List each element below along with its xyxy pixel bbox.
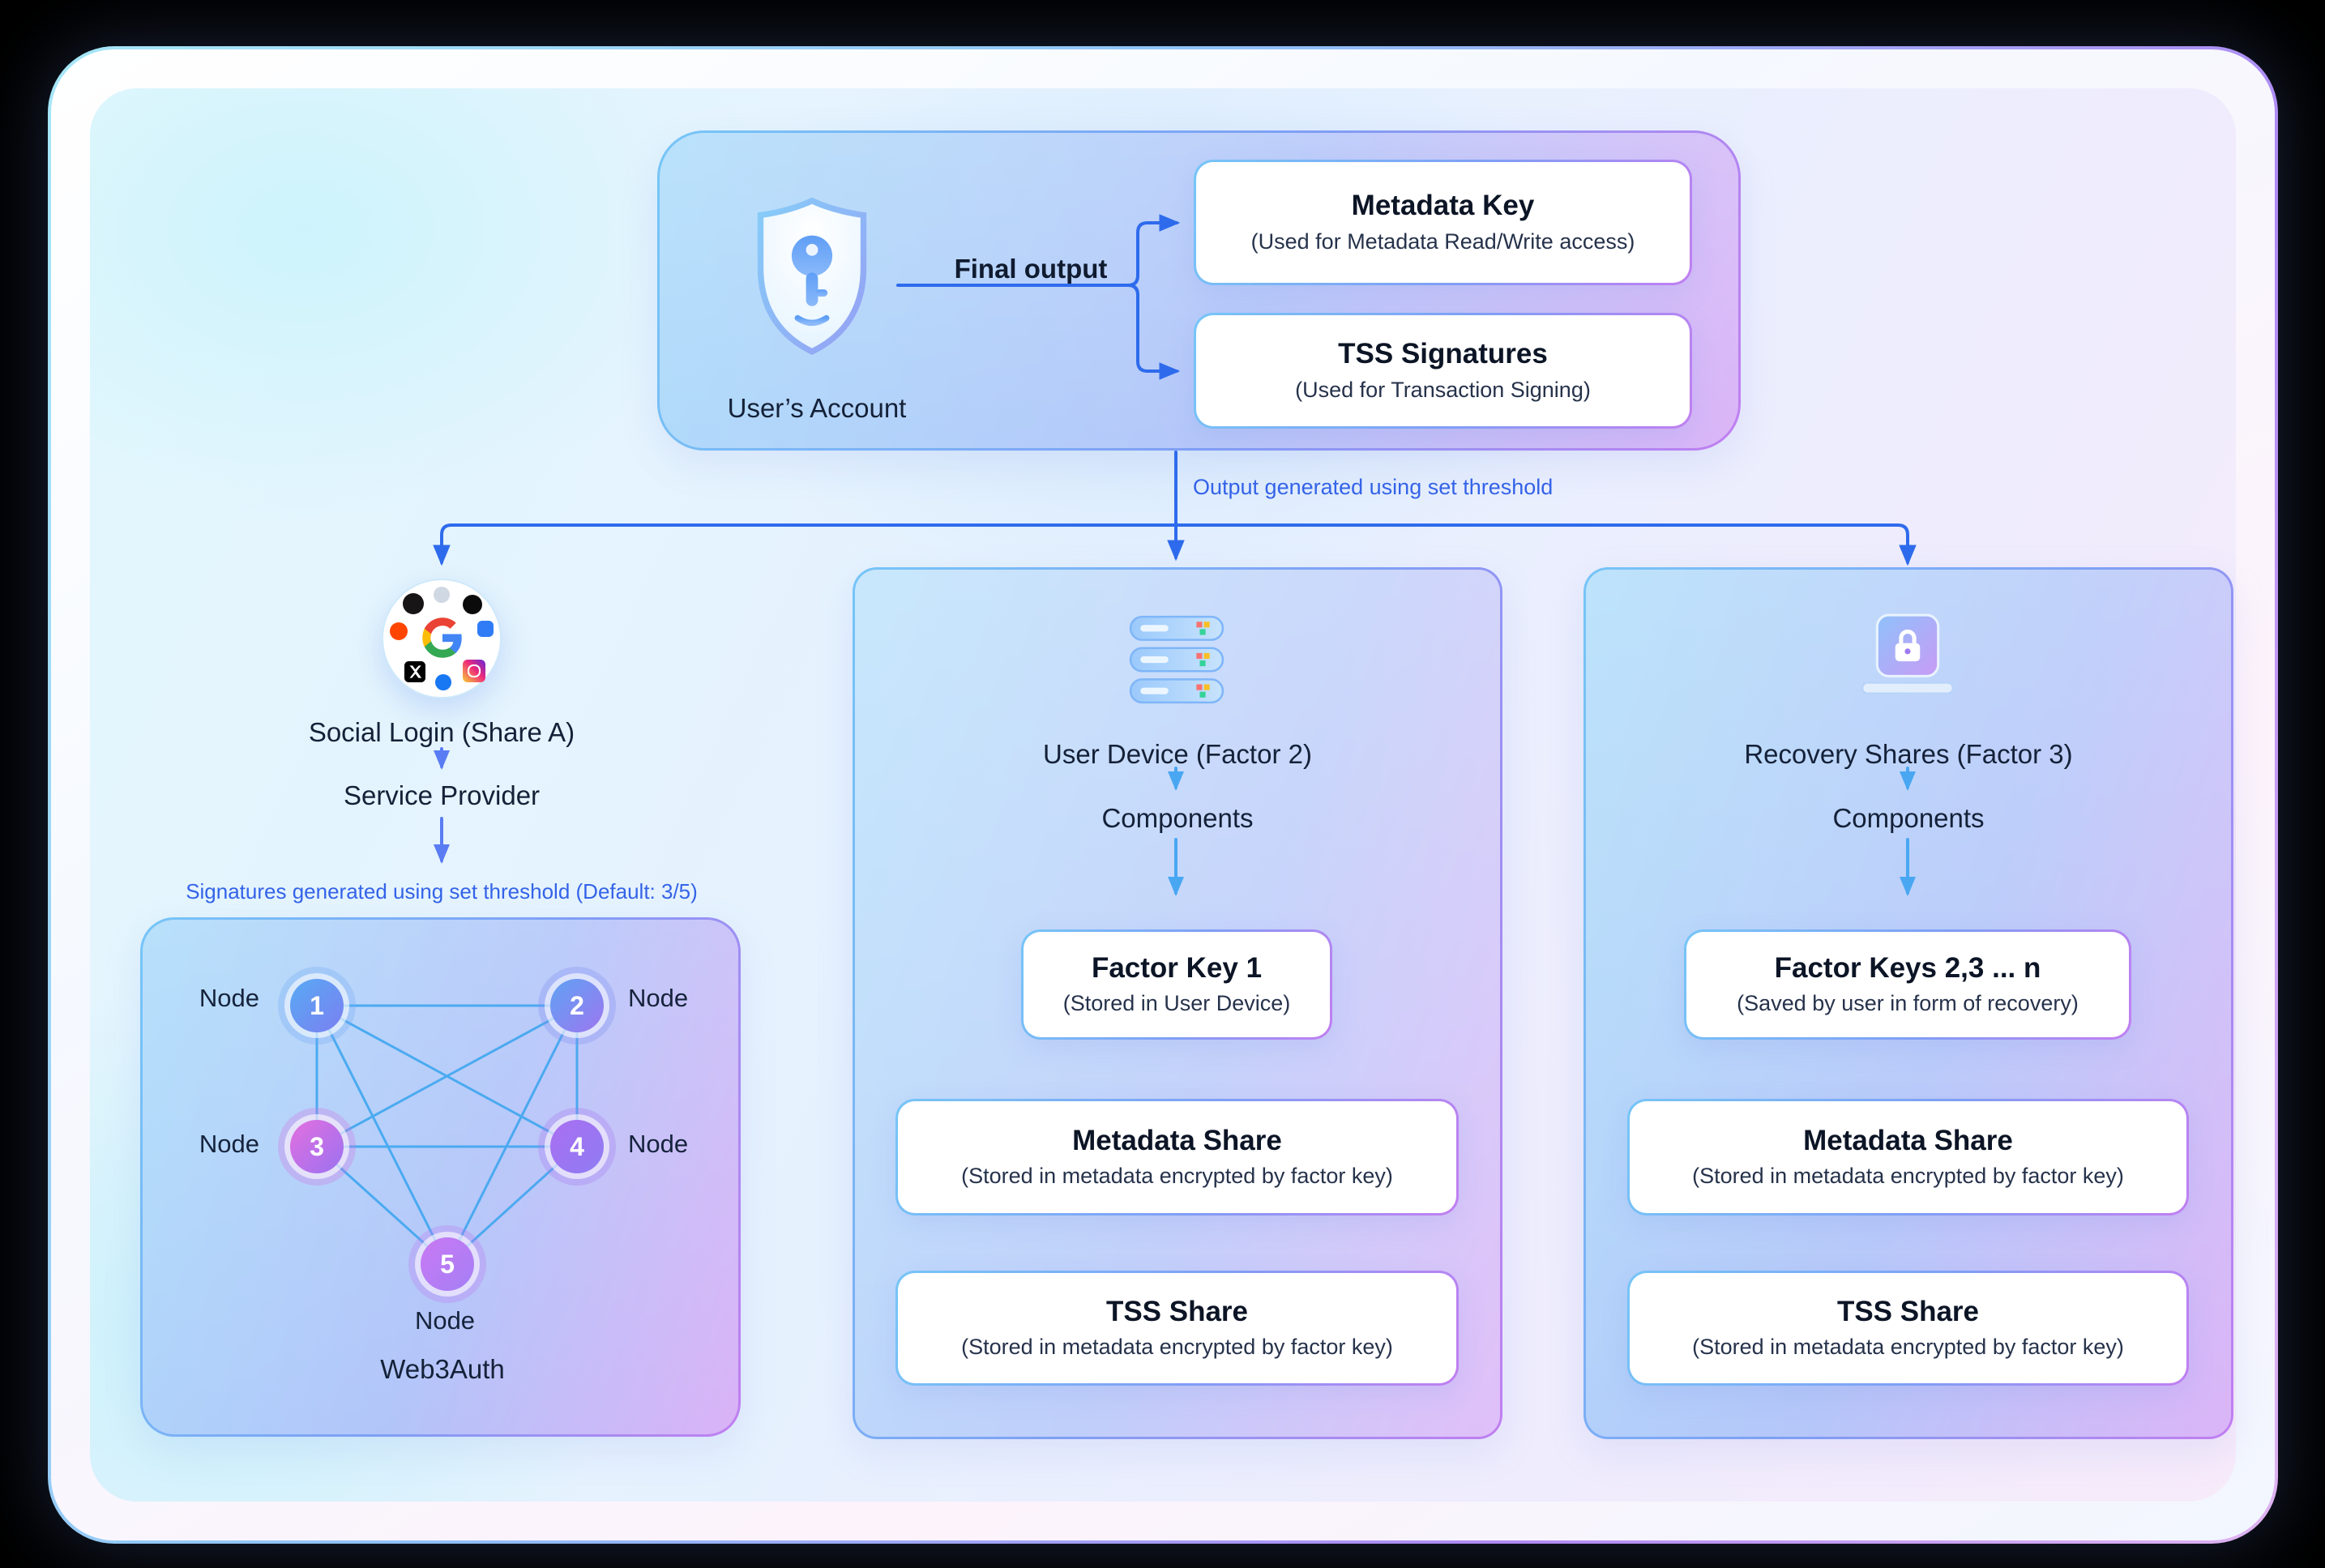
- recovery-metadata-share-title: Metadata Share: [1803, 1124, 2013, 1156]
- device-tss-share-title: TSS Share: [1105, 1295, 1249, 1327]
- tss-signatures-subtitle: (Used for Transaction Signing): [1295, 377, 1591, 402]
- network-node-3: 3: [278, 1108, 356, 1186]
- node-3-label: Node: [199, 1130, 259, 1158]
- recovery-metadata-share-card: Metadata Share (Stored in metadata encry…: [1627, 1099, 2189, 1216]
- recovery-shares-title: Recovery Shares (Factor 3): [1744, 739, 2073, 769]
- facebook-icon: [435, 674, 451, 690]
- node-2-label: Node: [628, 984, 689, 1012]
- laptop-lock-icon: [1861, 613, 1955, 695]
- network-node-5: 5: [408, 1225, 486, 1303]
- recovery-tss-share-subtitle: (Stored in metadata encrypted by factor …: [1692, 1335, 2124, 1360]
- svg-text:1: 1: [310, 991, 324, 1020]
- network-node-2: 2: [538, 967, 616, 1045]
- signatures-threshold-label: Signatures generated using set threshold…: [186, 879, 698, 904]
- svg-text:2: 2: [570, 991, 584, 1020]
- user-device-title: User Device (Factor 2): [1043, 739, 1312, 769]
- network-node-1: 1: [278, 967, 356, 1045]
- device-tss-share-subtitle: (Stored in metadata encrypted by factor …: [961, 1335, 1393, 1360]
- user-device-panel: User Device (Factor 2) Components Factor…: [853, 567, 1502, 1439]
- svg-text:3: 3: [310, 1132, 324, 1161]
- tss-signatures-card: TSS Signatures (Used for Transaction Sig…: [1194, 313, 1692, 429]
- app-icon: [434, 587, 450, 603]
- factor-keys-n-title: Factor Keys 2,3 ... n: [1774, 951, 2041, 984]
- node-4-label: Node: [628, 1130, 689, 1158]
- recovery-metadata-share-subtitle: (Stored in metadata encrypted by factor …: [1692, 1164, 2124, 1189]
- final-output-label: Final output: [954, 254, 1108, 284]
- recovery-tss-share-title: TSS Share: [1836, 1295, 1980, 1327]
- device-metadata-share-subtitle: (Stored in metadata encrypted by factor …: [961, 1164, 1393, 1189]
- github-icon: [403, 593, 424, 614]
- apple-icon: [463, 595, 482, 614]
- social-login-title: Social Login (Share A): [308, 717, 575, 747]
- users-account-label: User’s Account: [727, 393, 907, 423]
- bitbucket-icon: [477, 621, 494, 637]
- factor-keys-n-card: Factor Keys 2,3 ... n (Saved by user in …: [1684, 929, 2131, 1040]
- network-node-4: 4: [538, 1108, 616, 1186]
- metadata-key-subtitle: (Used for Metadata Read/Write access): [1250, 229, 1635, 254]
- tss-signatures-title: TSS Signatures: [1338, 338, 1548, 370]
- metadata-key-title: Metadata Key: [1351, 190, 1535, 222]
- reddit-icon: [390, 622, 408, 640]
- recovery-shares-panel: Recovery Shares (Factor 3) Components Fa…: [1583, 567, 2233, 1439]
- service-provider-label: Service Provider: [343, 780, 541, 810]
- device-components-label: Components: [1101, 803, 1254, 833]
- device-metadata-share-card: Metadata Share (Stored in metadata encry…: [895, 1099, 1459, 1216]
- factor-key-1-subtitle: (Stored in User Device): [1062, 991, 1291, 1016]
- instagram-icon: [463, 660, 485, 682]
- node-5-label: Node: [414, 1306, 476, 1335]
- google-icon: [422, 617, 462, 658]
- recovery-tss-share-card: TSS Share (Stored in metadata encrypted …: [1627, 1271, 2189, 1386]
- factor-key-1-card: Factor Key 1 (Stored in User Device): [1021, 929, 1332, 1040]
- device-metadata-share-title: Metadata Share: [1072, 1124, 1282, 1156]
- network-graph: 1 2 3 4 5: [278, 967, 616, 1303]
- server-icon: [1129, 615, 1224, 704]
- factor-keys-n-subtitle: (Saved by user in form of recovery): [1737, 991, 2079, 1016]
- users-account-panel: User’s Account Final output Metadata Key…: [657, 130, 1741, 451]
- svg-text:5: 5: [440, 1250, 455, 1279]
- web3auth-network-panel: 1 2 3 4 5: [140, 917, 741, 1437]
- web3auth-caption: Web3Auth: [380, 1354, 505, 1384]
- recovery-components-label: Components: [1832, 803, 1985, 833]
- social-login-icon: [382, 579, 502, 699]
- factor-key-1-title: Factor Key 1: [1091, 951, 1263, 984]
- svg-text:4: 4: [570, 1132, 584, 1161]
- device-tss-share-card: TSS Share (Stored in metadata encrypted …: [895, 1271, 1459, 1386]
- metadata-key-card: Metadata Key (Used for Metadata Read/Wri…: [1194, 160, 1692, 285]
- shield-key-icon: [757, 197, 867, 355]
- x-icon: [404, 661, 425, 682]
- node-1-label: Node: [199, 984, 259, 1012]
- threshold-output-label: Output generated using set threshold: [1193, 475, 1554, 499]
